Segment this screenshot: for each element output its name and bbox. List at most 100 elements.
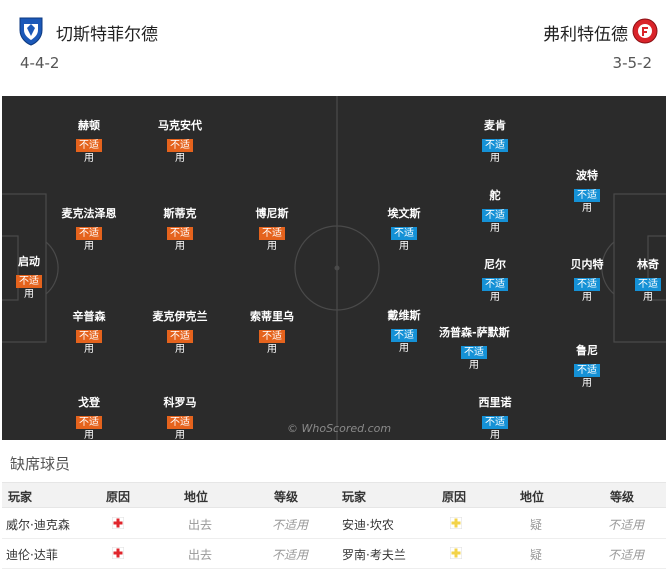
away-player[interactable]: 林奇不适用 bbox=[613, 258, 666, 305]
away-player-name[interactable]: 尼尔 bbox=[484, 258, 506, 271]
away-player-rating-badge: 不适 bbox=[482, 278, 508, 291]
home-team-name[interactable]: 切斯特菲尔德 bbox=[56, 25, 158, 45]
home-player-rating-badge: 不适 bbox=[167, 139, 193, 152]
away-missing-level: 不适用 bbox=[608, 518, 645, 532]
away-missing-status: 疑 bbox=[530, 548, 543, 562]
home-player-rating-suffix: 用 bbox=[267, 344, 277, 355]
away-player-name[interactable]: 鲁尼 bbox=[576, 344, 598, 357]
home-player[interactable]: 博尼斯不适用 bbox=[237, 207, 307, 254]
home-player[interactable]: 麦克伊克兰不适用 bbox=[145, 310, 215, 357]
home-player-name[interactable]: 马克安代 bbox=[158, 119, 202, 132]
away-missing-player[interactable]: 安迪·坎农 bbox=[342, 518, 394, 532]
home-player[interactable]: 麦克法泽恩不适用 bbox=[54, 207, 124, 254]
home-missing-player[interactable]: 威尔·迪克森 bbox=[6, 518, 70, 532]
watermark: © WhoScored.com bbox=[287, 422, 392, 435]
away-player[interactable]: 鲁尼不适用 bbox=[552, 344, 622, 391]
home-player-rating-badge: 不适 bbox=[76, 330, 102, 343]
away-player-name[interactable]: 埃文斯 bbox=[387, 207, 421, 220]
home-player-rating-badge: 不适 bbox=[76, 139, 102, 152]
home-player-rating-suffix: 用 bbox=[84, 153, 94, 164]
home-player-name[interactable]: 启动 bbox=[18, 255, 40, 268]
away-player-rating-suffix: 用 bbox=[469, 360, 479, 371]
away-missing-player[interactable]: 罗南·考夫兰 bbox=[342, 548, 406, 562]
away-player[interactable]: 埃文斯不适用 bbox=[369, 207, 439, 254]
home-player[interactable]: 戈登不适用 bbox=[54, 396, 124, 440]
home-player[interactable]: 斯蒂克不适用 bbox=[145, 207, 215, 254]
away-player-rating-badge: 不适 bbox=[482, 209, 508, 222]
col-status-home: 地位 bbox=[184, 490, 209, 504]
away-player-name[interactable]: 汤普森-萨默斯 bbox=[439, 326, 510, 339]
away-player-rating-badge: 不适 bbox=[482, 139, 508, 152]
away-player-name[interactable]: 波特 bbox=[576, 169, 598, 182]
home-missing-status: 出去 bbox=[188, 548, 213, 562]
home-player-name[interactable]: 辛普森 bbox=[72, 310, 106, 323]
pitch: 赫顿不适用马克安代不适用麦克法泽恩不适用斯蒂克不适用博尼斯不适用启动不适用辛普森… bbox=[2, 96, 666, 440]
home-player-rating-badge: 不适 bbox=[167, 227, 193, 240]
away-player[interactable]: 戴维斯不适用 bbox=[369, 309, 439, 356]
home-player-rating-suffix: 用 bbox=[84, 344, 94, 355]
missing-row: 威尔·迪克森 出去 不适用 安迪·坎农 疑 不适用 bbox=[2, 509, 666, 539]
away-player[interactable]: 麦肯不适用 bbox=[460, 119, 530, 166]
away-player-rating-suffix: 用 bbox=[582, 378, 592, 389]
away-player-name[interactable]: 舵 bbox=[489, 189, 501, 202]
col-player-home: 玩家 bbox=[8, 490, 33, 504]
home-player-name[interactable]: 麦克法泽恩 bbox=[61, 207, 117, 220]
away-player-rating-suffix: 用 bbox=[399, 241, 409, 252]
away-player-rating-suffix: 用 bbox=[399, 343, 409, 354]
away-player-rating-badge: 不适 bbox=[574, 189, 600, 202]
home-player-rating-suffix: 用 bbox=[84, 241, 94, 252]
col-level-away: 等级 bbox=[610, 490, 635, 504]
pitch-lines bbox=[2, 96, 666, 440]
away-player[interactable]: 舵不适用 bbox=[460, 189, 530, 236]
home-player-rating-badge: 不适 bbox=[167, 416, 193, 429]
home-player-name[interactable]: 麦克伊克兰 bbox=[152, 310, 208, 323]
away-player-name[interactable]: 贝内特 bbox=[570, 258, 604, 271]
home-player[interactable]: 赫顿不适用 bbox=[54, 119, 124, 166]
home-player[interactable]: 索蒂里乌不适用 bbox=[237, 310, 307, 357]
away-player[interactable]: 西里诺不适用 bbox=[460, 396, 530, 440]
missing-row: 迪伦·达菲 出去 不适用 罗南·考夫兰 疑 不适用 bbox=[2, 539, 666, 569]
home-missing-status: 出去 bbox=[188, 518, 213, 532]
away-player-rating-badge: 不适 bbox=[574, 278, 600, 291]
home-player[interactable]: 启动不适用 bbox=[2, 255, 64, 302]
home-player-name[interactable]: 戈登 bbox=[78, 396, 100, 409]
away-player-rating-badge: 不适 bbox=[391, 329, 417, 342]
home-player-name[interactable]: 科罗马 bbox=[163, 396, 197, 409]
home-player-rating-badge: 不适 bbox=[259, 227, 285, 240]
injury-cross-icon bbox=[112, 547, 124, 559]
away-player[interactable]: 尼尔不适用 bbox=[460, 258, 530, 305]
away-player-rating-badge: 不适 bbox=[482, 416, 508, 429]
away-player[interactable]: 波特不适用 bbox=[552, 169, 622, 216]
home-player-name[interactable]: 博尼斯 bbox=[255, 207, 289, 220]
home-team-crest-icon[interactable] bbox=[18, 16, 44, 46]
col-reason-away: 原因 bbox=[442, 490, 467, 504]
home-player-name[interactable]: 索蒂里乌 bbox=[250, 310, 294, 323]
away-team-name[interactable]: 弗利特伍德 bbox=[543, 25, 628, 45]
away-player-rating-suffix: 用 bbox=[490, 223, 500, 234]
missing-table-header: 玩家 原因 地位 等级 玩家 原因 地位 等级 bbox=[2, 482, 666, 508]
away-player-rating-suffix: 用 bbox=[582, 203, 592, 214]
home-player-rating-suffix: 用 bbox=[24, 289, 34, 300]
away-player-rating-suffix: 用 bbox=[643, 292, 653, 303]
away-player-name[interactable]: 戴维斯 bbox=[387, 309, 421, 322]
home-player[interactable]: 科罗马不适用 bbox=[145, 396, 215, 440]
away-team-crest-icon[interactable] bbox=[632, 18, 658, 44]
home-player[interactable]: 辛普森不适用 bbox=[54, 310, 124, 357]
home-player[interactable]: 马克安代不适用 bbox=[145, 119, 215, 166]
home-player-rating-badge: 不适 bbox=[167, 330, 193, 343]
away-player-rating-badge: 不适 bbox=[635, 278, 661, 291]
home-player-name[interactable]: 斯蒂克 bbox=[163, 207, 197, 220]
away-player[interactable]: 贝内特不适用 bbox=[552, 258, 622, 305]
col-status-away: 地位 bbox=[520, 490, 545, 504]
away-player-name[interactable]: 林奇 bbox=[637, 258, 659, 271]
away-player-rating-badge: 不适 bbox=[574, 364, 600, 377]
away-player-name[interactable]: 麦肯 bbox=[484, 119, 506, 132]
doubt-cross-icon bbox=[450, 517, 462, 529]
home-missing-player[interactable]: 迪伦·达菲 bbox=[6, 548, 58, 562]
away-player-name[interactable]: 西里诺 bbox=[478, 396, 512, 409]
home-formation: 4-4-2 bbox=[20, 54, 60, 72]
home-player-name[interactable]: 赫顿 bbox=[78, 119, 100, 132]
home-player-rating-suffix: 用 bbox=[175, 344, 185, 355]
home-missing-level: 不适用 bbox=[272, 518, 309, 532]
away-player[interactable]: 汤普森-萨默斯不适用 bbox=[439, 326, 510, 373]
